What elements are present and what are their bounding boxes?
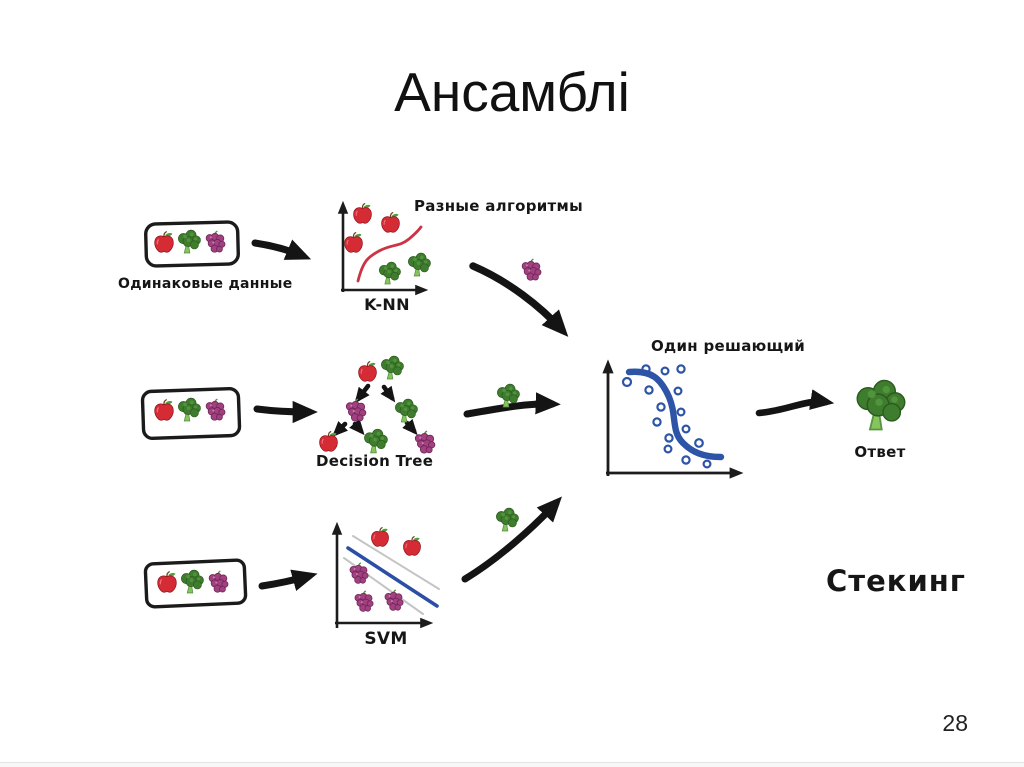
grapes-icon <box>205 570 231 596</box>
apple-icon <box>342 231 365 254</box>
tree-edge-left-right <box>349 418 365 436</box>
tree-edge-root-right <box>380 384 396 403</box>
arrow-tree-to-meta <box>463 392 561 418</box>
tree-edge-root-left <box>354 383 371 404</box>
input-arrows <box>251 239 318 592</box>
arrow-box3-to-svm <box>258 569 318 592</box>
input-boxes <box>140 220 248 609</box>
apple-icon <box>317 430 340 453</box>
input-box-3 <box>143 558 248 609</box>
input-box-1 <box>144 220 240 268</box>
knn-decision-curve <box>356 225 423 283</box>
broccoli-icon <box>175 228 202 255</box>
grapes-icon <box>346 562 371 587</box>
grapes-icon <box>381 589 406 614</box>
grapes-icon <box>202 398 228 424</box>
svm-chart-label: SVM <box>364 629 408 649</box>
meta-data-points <box>621 364 712 469</box>
tree-edge-left-left <box>332 420 349 437</box>
arrow-box1-to-knn <box>251 239 312 260</box>
broccoli-icon <box>361 427 389 455</box>
arrow-box2-to-tree <box>253 400 318 424</box>
page-number: 28 <box>942 710 968 736</box>
broccoli-icon <box>405 251 432 278</box>
meta-chart <box>602 359 744 479</box>
broccoli-icon <box>493 506 520 533</box>
apple-icon <box>369 526 391 548</box>
apple-icon <box>351 202 374 225</box>
input-data-caption: Одинаковые данные <box>118 276 293 292</box>
different-algorithms-note: Разные алгоритмы <box>414 197 583 215</box>
decision-tree-label: Decision Tree <box>316 452 434 470</box>
arrow-knn-to-meta <box>469 262 569 337</box>
broccoli-icon <box>378 354 405 381</box>
meta-model-label: Один решающий <box>651 337 806 355</box>
grapes-icon <box>342 398 369 425</box>
svm-margin-upper <box>352 535 440 590</box>
knn-chart-label: K-NN <box>364 295 410 314</box>
page-title: Ансамблі <box>394 61 630 123</box>
tree-edge-right-down <box>402 418 418 436</box>
broccoli-icon <box>392 397 419 424</box>
slide-bottom-edge <box>0 762 1024 767</box>
apple-icon <box>152 230 176 254</box>
knn-chart <box>337 200 429 296</box>
prediction-arrows <box>461 262 569 583</box>
broccoli-icon <box>178 568 205 595</box>
apple-icon <box>155 570 179 594</box>
apple-icon <box>379 211 402 234</box>
broccoli-icon <box>175 396 202 423</box>
input-box-2 <box>140 386 242 441</box>
apple-icon <box>356 360 379 383</box>
apple-icon <box>401 535 423 557</box>
svm-separator-line <box>346 546 439 608</box>
grapes-icon <box>351 590 376 615</box>
grapes-icon <box>202 230 228 256</box>
tree-edges <box>332 383 418 437</box>
stacking-method-label: Стекинг <box>826 564 966 598</box>
grapes-icon <box>518 258 544 284</box>
broccoli-icon <box>850 376 908 434</box>
arrow-meta-to-answer <box>755 389 835 417</box>
meta-sigmoid-curve <box>625 368 725 461</box>
arrow-svm-to-meta <box>461 496 562 583</box>
broccoli-icon <box>494 382 521 409</box>
answer-caption: Ответ <box>854 443 906 461</box>
apple-icon <box>152 398 176 422</box>
broccoli-icon <box>376 260 402 286</box>
